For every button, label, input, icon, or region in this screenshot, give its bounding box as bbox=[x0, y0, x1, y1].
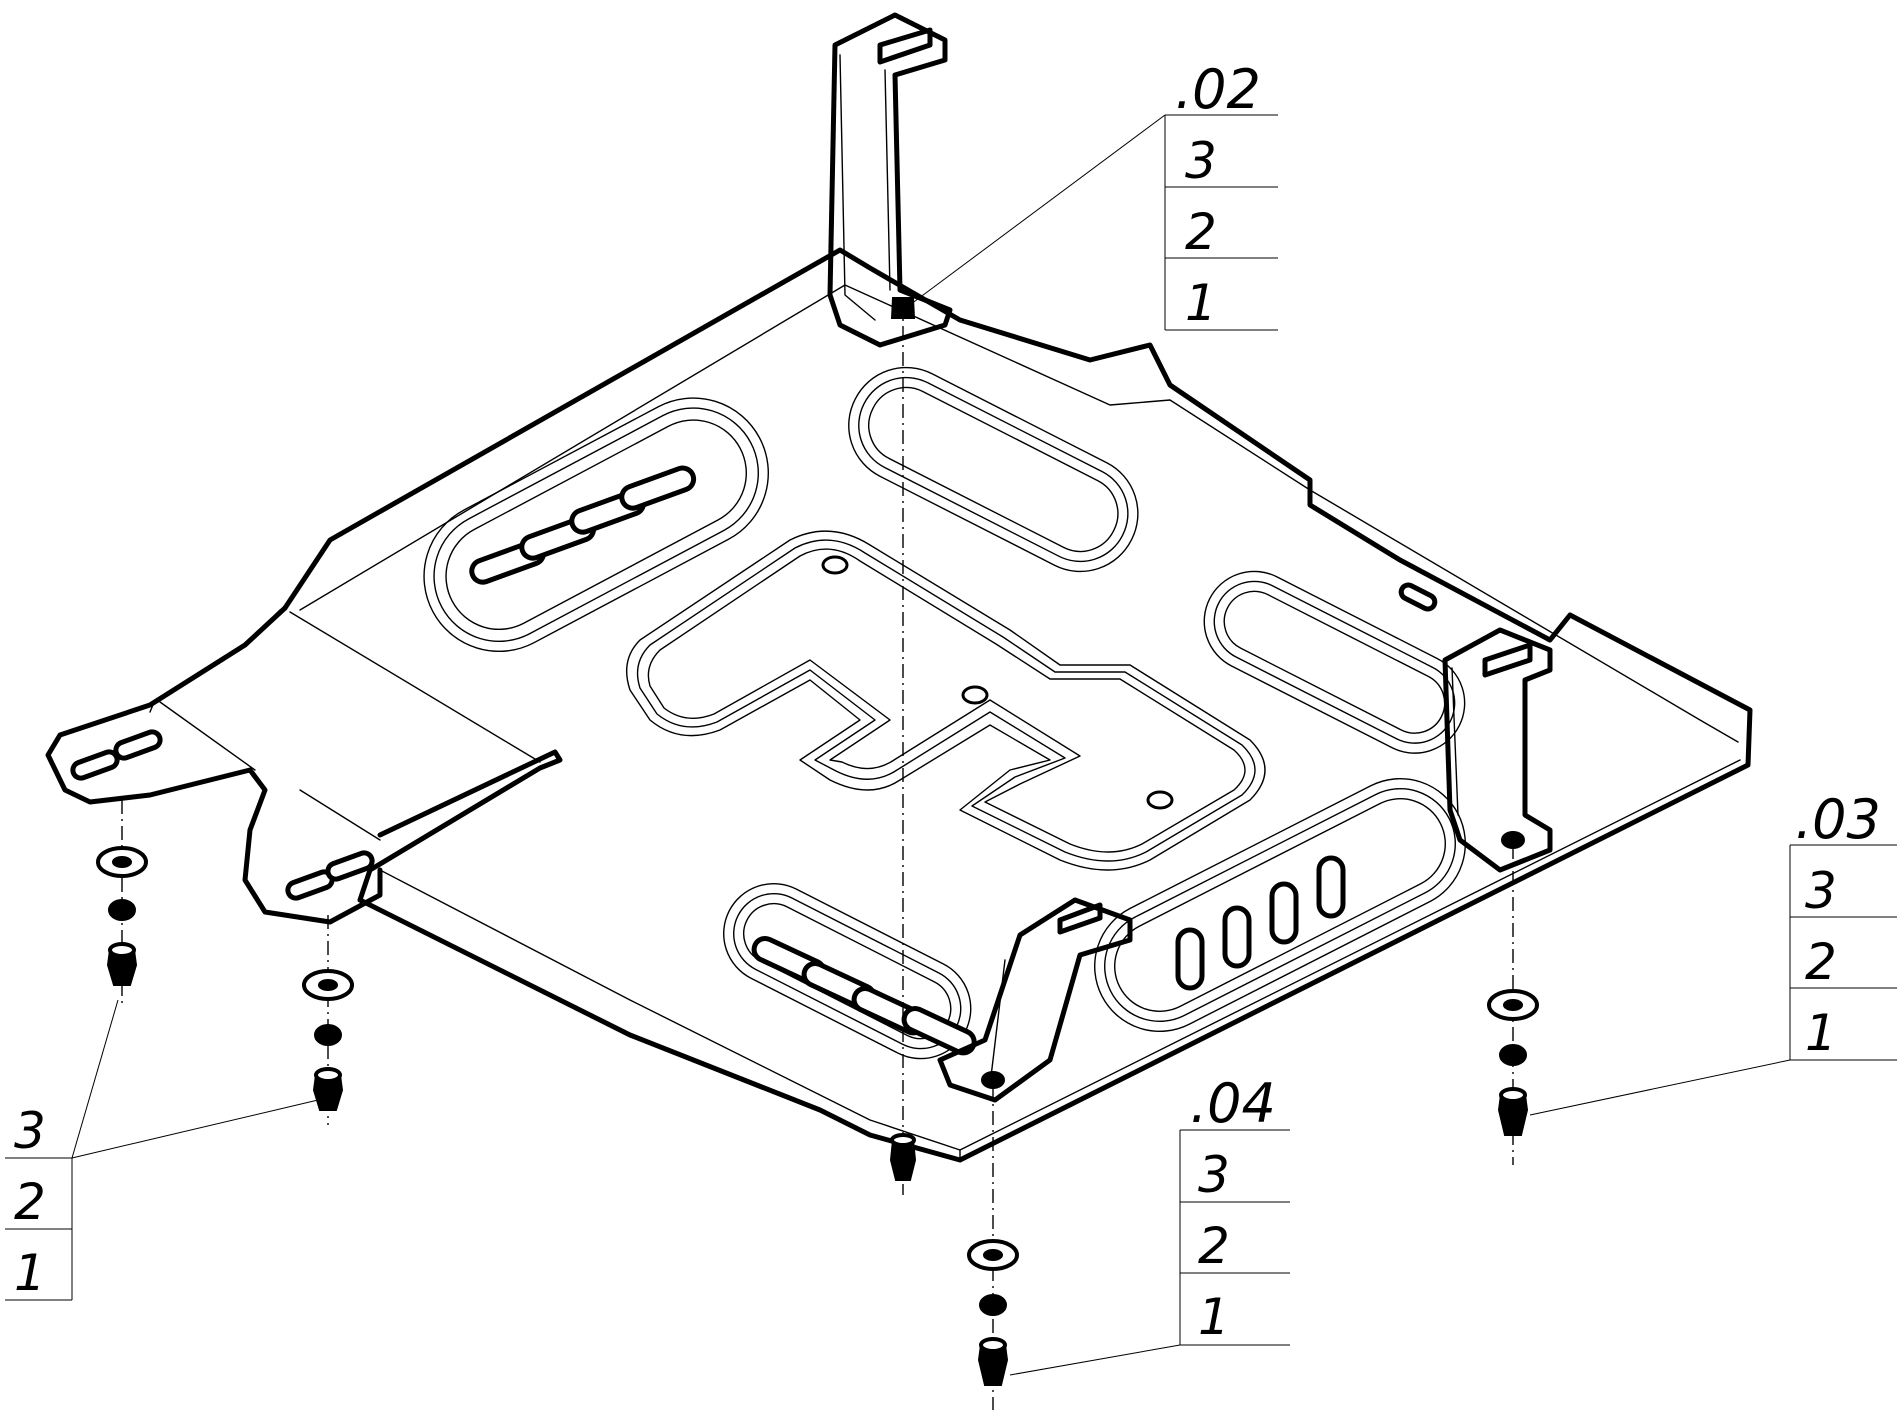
callout-04-id: .04 bbox=[1190, 1072, 1276, 1135]
callout-03-id: .03 bbox=[1795, 788, 1881, 851]
mounting-flanges bbox=[70, 729, 375, 901]
fastener-top-bracket bbox=[889, 297, 917, 1181]
embossed-recesses bbox=[423, 366, 1466, 1060]
callout-02-id: .02 bbox=[1175, 58, 1261, 121]
callout-02-item-1: 3 bbox=[1185, 132, 1217, 190]
callout-left-item-3: 1 bbox=[14, 1244, 46, 1302]
callout-02-item-3: 1 bbox=[1185, 274, 1217, 332]
callout-02: .02 3 2 1 bbox=[902, 58, 1278, 332]
callout-03: .03 3 2 1 bbox=[1529, 788, 1897, 1116]
callout-03-item-2: 2 bbox=[1805, 933, 1837, 991]
callout-02-item-2: 2 bbox=[1185, 203, 1217, 261]
vent-slots-lower-left bbox=[751, 935, 977, 1056]
bracket-right bbox=[1442, 627, 1553, 873]
callout-04-item-1: 3 bbox=[1198, 1146, 1230, 1204]
bracket-top bbox=[827, 12, 953, 348]
bracket-front bbox=[937, 897, 1133, 1103]
callout-04: .04 3 2 1 bbox=[1009, 1072, 1290, 1376]
axis-lines bbox=[121, 300, 1514, 1410]
callout-04-item-2: 2 bbox=[1198, 1217, 1230, 1275]
callout-left-item-2: 2 bbox=[14, 1173, 46, 1231]
fastener-right bbox=[1487, 831, 1539, 1136]
vent-slots-upper-left bbox=[469, 465, 697, 585]
fastener-front bbox=[967, 1071, 1019, 1386]
callout-left: 3 2 1 bbox=[5, 999, 319, 1302]
callout-03-item-3: 1 bbox=[1805, 1004, 1837, 1062]
fastener-left-inner bbox=[302, 969, 354, 1111]
vent-slots-lower-right bbox=[1175, 855, 1346, 991]
callout-04-item-3: 1 bbox=[1198, 1288, 1230, 1346]
callout-03-item-1: 3 bbox=[1805, 862, 1837, 920]
callout-left-item-1: 3 bbox=[14, 1102, 46, 1160]
fastener-left-outer bbox=[96, 846, 148, 986]
